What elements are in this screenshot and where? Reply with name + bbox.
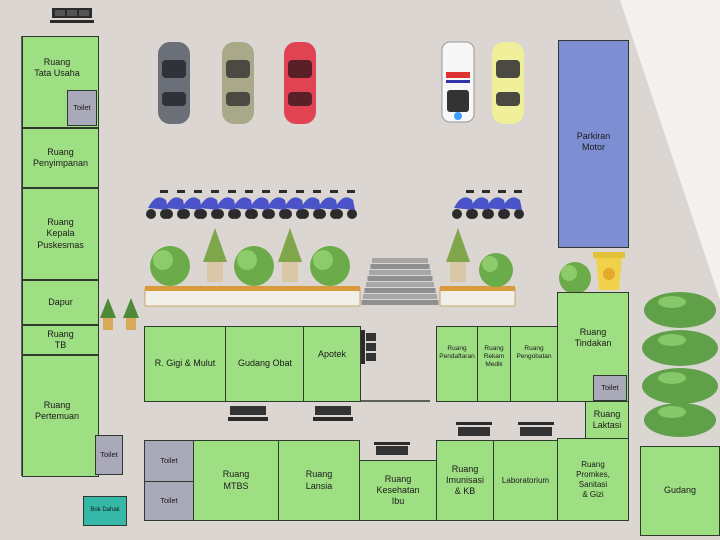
room-label: Parkiran Motor bbox=[576, 131, 611, 153]
motorcycle-icon bbox=[500, 190, 524, 219]
bok-dahak: Bok Dahak bbox=[83, 496, 127, 526]
room-pendaftaran: Ruang Pendaftaran bbox=[436, 326, 478, 402]
bok-dahak-label: Bok Dahak bbox=[90, 507, 120, 514]
room-label: Ruang Rekam Medik bbox=[483, 345, 505, 369]
bench-icon bbox=[313, 406, 353, 421]
room-label: Toilet bbox=[160, 456, 178, 466]
car-icon bbox=[284, 42, 316, 124]
bench-icon bbox=[456, 422, 492, 436]
hedge-tree-icon bbox=[642, 292, 718, 437]
room-dapur: Dapur bbox=[22, 280, 99, 325]
room-label: Toilet bbox=[601, 383, 619, 393]
room-lansia: Ruang Lansia bbox=[278, 440, 360, 521]
stairs-icon bbox=[361, 258, 439, 305]
room-label: Toilet bbox=[73, 103, 91, 113]
potted-tree-icon bbox=[100, 298, 116, 330]
room-label: Ruang Lansia bbox=[305, 469, 333, 491]
parkiran-motor: Parkiran Motor bbox=[558, 40, 629, 248]
car-icon bbox=[492, 42, 524, 124]
motorcycle-row-left bbox=[146, 190, 357, 219]
room-label: Ruang MTBS bbox=[222, 469, 250, 491]
room-kepala-puskesmas: Ruang Kepala Puskesmas bbox=[22, 188, 99, 280]
room-label: Ruang Pendaftaran bbox=[439, 345, 475, 361]
bench-icon bbox=[228, 406, 268, 421]
room-label: Ruang Laktasi bbox=[592, 408, 622, 430]
room-label: Ruang Tata Usaha bbox=[34, 57, 80, 79]
potted-tree-icon bbox=[278, 228, 302, 282]
room-mtbs: Ruang MTBS bbox=[193, 440, 279, 521]
room-toilet: Toilet bbox=[67, 90, 97, 126]
motorcycle-icon bbox=[333, 190, 357, 219]
room-rekam-medik: Ruang Rekam Medik bbox=[477, 326, 511, 402]
car-icon bbox=[222, 42, 254, 124]
room-label: Ruang Kesehatan Ibu bbox=[376, 473, 420, 507]
motorcycle-row-right bbox=[452, 190, 524, 219]
room-toilet: Toilet bbox=[144, 481, 194, 521]
room-label: Ruang Pertemuan bbox=[34, 400, 80, 422]
potted-tree-icon bbox=[446, 228, 470, 282]
room-laboratorium: Laboratorium bbox=[493, 440, 558, 521]
motorcycle-icon bbox=[180, 190, 204, 219]
room-gudang-obat: Gudang Obat bbox=[225, 326, 305, 402]
room-label: Gudang Obat bbox=[237, 358, 293, 369]
room-label: Ruang Imunisasi & KB bbox=[445, 463, 484, 497]
bench-icon bbox=[374, 442, 410, 455]
planter-row bbox=[144, 286, 516, 307]
room-toilet: Toilet bbox=[593, 375, 627, 401]
room-laktasi: Ruang Laktasi bbox=[585, 401, 629, 439]
bench-icon bbox=[50, 8, 94, 23]
room-gigi-mulut: R. Gigi & Mulut bbox=[144, 326, 226, 402]
room-gudang: Gudang bbox=[640, 446, 720, 536]
room-label: R. Gigi & Mulut bbox=[154, 358, 216, 369]
room-label: Apotek bbox=[317, 349, 347, 359]
trash-bin-icon bbox=[593, 252, 625, 290]
room-label: Gudang bbox=[663, 485, 697, 496]
room-toilet: Toilet bbox=[144, 440, 194, 482]
room-apotek: Apotek bbox=[303, 326, 361, 402]
shrub-icon bbox=[479, 253, 513, 287]
shrub-icon bbox=[559, 262, 591, 294]
room-kesehatan-ibu: Ruang Kesehatan Ibu bbox=[359, 460, 437, 521]
room-promkes-sanitasi-gizi: Ruang Promkes, Sanitasi & Gizi bbox=[557, 438, 629, 521]
room-toilet: Toilet bbox=[95, 435, 123, 475]
car-icon bbox=[158, 42, 190, 124]
room-label: Ruang Pengobatan bbox=[516, 345, 552, 361]
outer-area bbox=[620, 0, 720, 300]
room-label: Toilet bbox=[160, 496, 178, 506]
potted-tree-icon bbox=[203, 228, 227, 282]
shrub-icon bbox=[150, 246, 190, 286]
room-pengobatan: Ruang Pengobatan bbox=[510, 326, 558, 402]
bench-icon bbox=[518, 422, 554, 436]
shrub-icon bbox=[234, 246, 274, 286]
room-label: Toilet bbox=[100, 450, 118, 460]
bench-icon bbox=[360, 330, 376, 364]
shrub-icon bbox=[310, 246, 350, 286]
room-label: Ruang Promkes, Sanitasi & Gizi bbox=[576, 459, 610, 499]
room-label: Ruang Kepala Puskesmas bbox=[37, 217, 84, 250]
room-label: Ruang Tindakan bbox=[574, 327, 612, 349]
ambulance-icon bbox=[441, 41, 475, 123]
room-imunisasi-kb: Ruang Imunisasi & KB bbox=[436, 440, 494, 521]
potted-tree-icon bbox=[123, 298, 139, 330]
room-penyimpanan: Ruang Penyimpanan bbox=[22, 128, 99, 188]
room-label: Dapur bbox=[48, 296, 73, 307]
room-pertemuan: Ruang Pertemuan bbox=[22, 355, 99, 477]
room-label: Ruang Penyimpanan bbox=[32, 146, 89, 168]
room-label: Laboratorium bbox=[501, 475, 550, 485]
room-label: Ruang TB bbox=[47, 328, 74, 350]
room-tb: Ruang TB bbox=[22, 325, 99, 355]
